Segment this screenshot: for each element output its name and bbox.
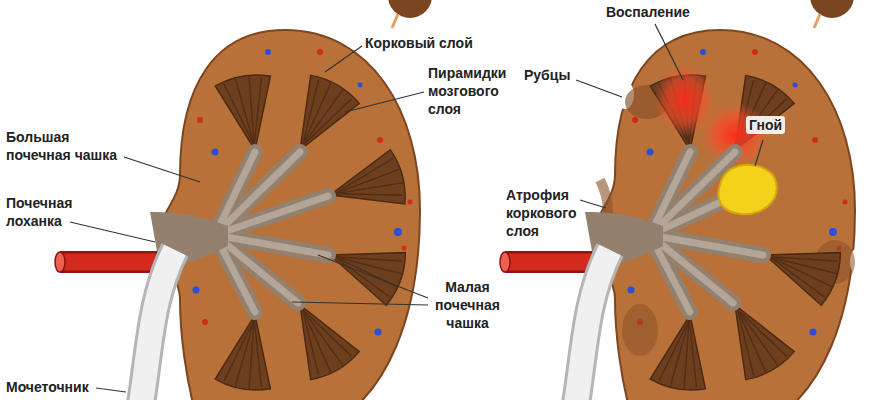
ureter xyxy=(575,250,610,400)
part-label: Пирамидки мозгового слоя xyxy=(428,64,514,118)
medullary-pyramid xyxy=(323,149,410,223)
renal-calyces xyxy=(215,152,328,312)
kidney-cortex xyxy=(158,30,420,400)
medullary-pyramid xyxy=(755,229,845,307)
leader-line xyxy=(576,80,622,97)
pus xyxy=(718,165,776,214)
medullary-pyramid xyxy=(214,71,282,155)
part-label: Атрофия коркового слоя xyxy=(506,186,586,240)
leader-line xyxy=(124,157,200,182)
part-label: Мочеточник xyxy=(6,378,89,396)
part-label: Рубцы xyxy=(524,66,570,84)
medullary-pyramid xyxy=(320,229,410,307)
small-kidney xyxy=(388,0,432,28)
part-label: Корковый слой xyxy=(365,34,473,52)
part-label: Почечная лоханка xyxy=(6,194,96,230)
leader-line xyxy=(655,24,683,80)
scar xyxy=(622,304,658,356)
medullary-pyramid xyxy=(276,71,362,164)
leader-line xyxy=(345,92,424,112)
leader-line xyxy=(755,140,763,166)
kidney-cortex xyxy=(593,30,855,400)
leader-line xyxy=(70,222,155,242)
part-label: Большая почечная чашка xyxy=(6,128,126,164)
part-label: Малая почечная чашка xyxy=(430,278,505,332)
leader-lines xyxy=(70,24,763,392)
part-label: Воспаление xyxy=(606,3,690,21)
medullary-pyramid xyxy=(649,310,717,394)
leader-line xyxy=(325,46,362,72)
medullary-pyramid xyxy=(214,310,282,394)
leader-line xyxy=(318,255,428,298)
small-kidney xyxy=(810,0,854,28)
leader-line xyxy=(96,388,126,392)
leader-line xyxy=(292,302,428,305)
ureter xyxy=(140,250,175,400)
leader-line xyxy=(580,200,606,208)
healthy-kidney xyxy=(55,30,420,400)
diseased-kidney xyxy=(500,30,866,400)
part-label: Гной xyxy=(746,116,785,134)
